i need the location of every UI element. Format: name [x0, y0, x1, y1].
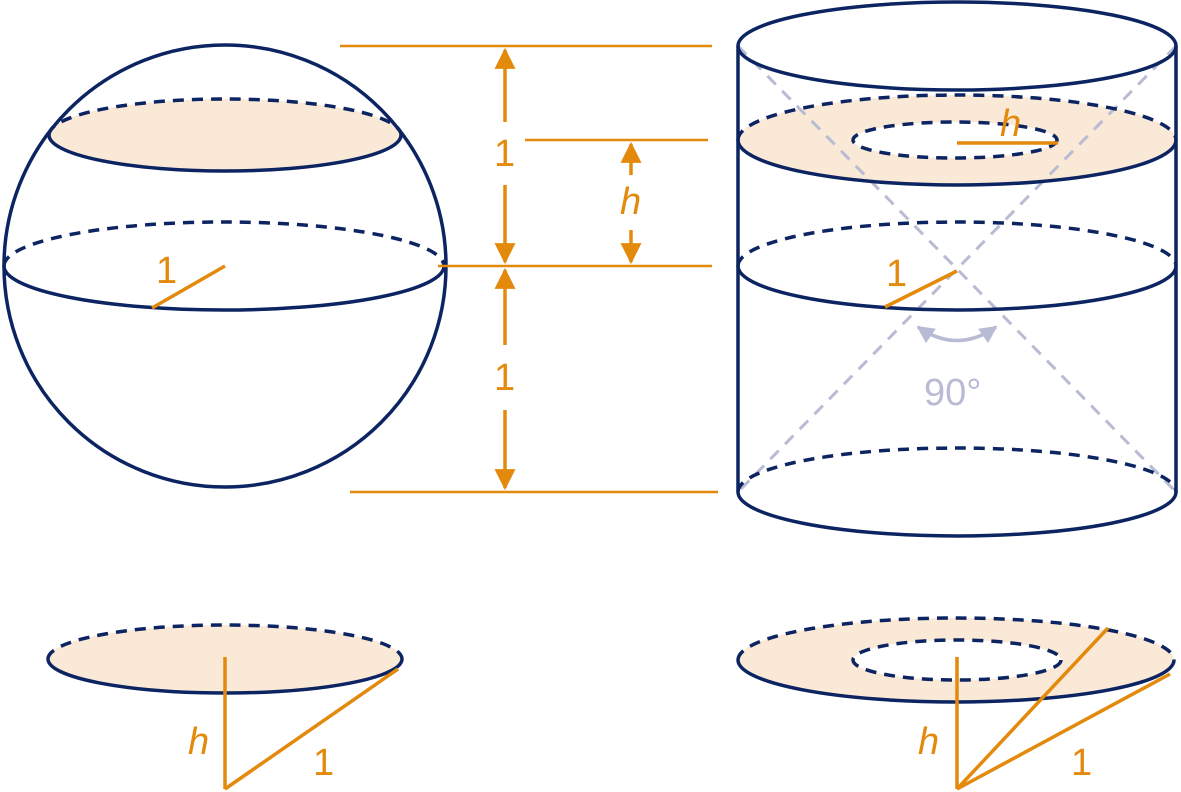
cylinder-middle-back: [736, 220, 1178, 267]
cylinder-slice-front: [736, 139, 1178, 187]
annulus-one-label: 1: [1071, 742, 1092, 784]
cylinder-annulus-fill: [738, 94, 1177, 186]
angle-arc-arrow: [916, 325, 998, 344]
hole-radius-label: h: [1000, 103, 1021, 145]
lower-dimension-label: 1: [494, 357, 515, 399]
annulus-outer-back: [736, 616, 1176, 661]
disc-back-edge: [46, 623, 404, 660]
annulus-h-label: h: [918, 721, 939, 763]
triangle-h-label: h: [188, 721, 209, 763]
bottom-right-annulus-detail: h 1: [736, 616, 1176, 791]
annulus-line-to-far-edge: [955, 626, 1110, 791]
sphere-equator-back: [2, 220, 446, 267]
triangle-one-label: 1: [313, 742, 334, 784]
sphere: 1: [2, 43, 448, 489]
cylinder-radius-line: [884, 269, 958, 309]
cylinder-bottom-back: [736, 446, 1178, 493]
sphere-radius-label: 1: [156, 250, 177, 292]
sphere-radius-line: [151, 264, 226, 310]
annulus-hole: [851, 638, 1063, 682]
upper-dimension-label: 1: [494, 133, 515, 175]
cylinder-middle-front: [736, 265, 1178, 312]
annulus-fill: [738, 617, 1174, 703]
cylinder-slice-hole: [851, 120, 1059, 160]
triangle-hypotenuse: [224, 667, 399, 791]
sphere-slice-front: [47, 134, 403, 173]
cylinder: h 1 90°: [736, 0, 1178, 538]
angle-label: 90°: [924, 372, 981, 414]
sphere-equator-front: [2, 265, 446, 312]
h-dimension-label: h: [620, 181, 641, 223]
cylinder-radius-label: 1: [886, 253, 907, 295]
bottom-left-disc-detail: h 1: [46, 623, 404, 791]
cylinder-slice-back: [736, 93, 1178, 141]
measurement-guides: 1 1 h: [340, 44, 718, 494]
cylinder-top-cap: [736, 0, 1178, 92]
sphere-slice-back: [47, 97, 403, 136]
cylinder-bottom-front: [736, 491, 1178, 538]
annulus-line-to-right-edge: [956, 672, 1171, 791]
sphere-slice-disc: [49, 99, 401, 171]
